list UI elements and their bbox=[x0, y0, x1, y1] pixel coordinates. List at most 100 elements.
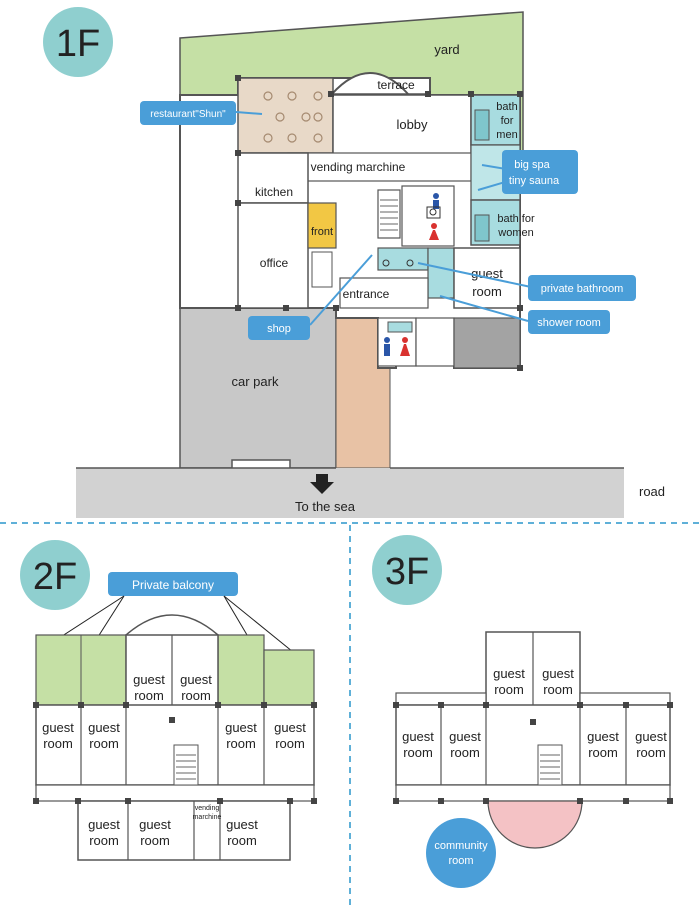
balcony-callout bbox=[108, 572, 238, 596]
shop-counter bbox=[311, 251, 333, 288]
vending-label: vending marchine bbox=[311, 160, 406, 174]
car-park-label: car park bbox=[232, 374, 279, 389]
office-label: office bbox=[260, 256, 289, 270]
guest-room-label-2: room bbox=[472, 284, 502, 299]
guest-room-label: room bbox=[89, 833, 119, 848]
arch-2f bbox=[125, 614, 219, 636]
private-bathroom-callout-label: private bathroom bbox=[541, 283, 624, 295]
floor-3-badge-circle bbox=[372, 535, 442, 605]
guest-room-label: guest bbox=[587, 729, 619, 744]
floor-1: 1F yard car park terrace lobby vending m… bbox=[43, 7, 665, 518]
floor-3-badge: 3F bbox=[385, 551, 429, 593]
pillars-3f bbox=[393, 702, 673, 804]
vending-label-2f-2: marchine bbox=[193, 814, 222, 821]
to-sea-label: To the sea bbox=[295, 499, 356, 514]
female-icon bbox=[402, 337, 408, 343]
yard-label: yard bbox=[434, 42, 459, 57]
office bbox=[237, 202, 309, 309]
guest-room-label: guest bbox=[139, 817, 171, 832]
bath-men-label-3: men bbox=[496, 129, 517, 141]
guest-room-label: room bbox=[588, 745, 618, 760]
private-bathroom bbox=[377, 247, 429, 271]
terrace-label: terrace bbox=[377, 78, 415, 92]
guest-room-label: guest bbox=[180, 672, 212, 687]
guest-room-label: guest bbox=[133, 672, 165, 687]
guest-room-label: guest bbox=[449, 729, 481, 744]
floor-1-badge-circle bbox=[43, 7, 113, 77]
spa-callout-label-2: tiny sauna bbox=[509, 175, 560, 187]
bath-women-label-2: women bbox=[497, 227, 533, 239]
balcony-right-1 bbox=[217, 634, 265, 706]
balcony-callout-label: Private balcony bbox=[132, 578, 214, 592]
stairs bbox=[377, 189, 401, 239]
guest-room-label: room bbox=[227, 833, 257, 848]
accessible-icon bbox=[426, 206, 441, 219]
callout-leaders bbox=[235, 111, 532, 326]
kitchen-label: kitchen bbox=[255, 185, 293, 199]
bath-women-label-1: bath for bbox=[497, 213, 535, 225]
floor-1-badge: 1F bbox=[56, 23, 100, 65]
guest-room-label: guest bbox=[635, 729, 667, 744]
guest-room-label: guest bbox=[542, 666, 574, 681]
guest-room-label: room bbox=[226, 736, 256, 751]
guest-room-label: room bbox=[450, 745, 480, 760]
table-icon bbox=[263, 91, 323, 101]
stairs-3f bbox=[537, 744, 563, 786]
guest-room-label: room bbox=[134, 688, 164, 703]
entrance bbox=[339, 277, 429, 309]
balcony-right-2 bbox=[263, 649, 315, 706]
community-room bbox=[487, 800, 583, 849]
road bbox=[76, 468, 624, 518]
stairs-steps bbox=[380, 199, 398, 231]
front-label: front bbox=[311, 226, 333, 238]
female-icon bbox=[431, 223, 437, 229]
toilets bbox=[401, 185, 455, 247]
guest-room-label: guest bbox=[402, 729, 434, 744]
guest-room-label: guest bbox=[493, 666, 525, 681]
lobby-label: lobby bbox=[396, 117, 428, 132]
community-room-callout bbox=[426, 818, 496, 888]
guest-room-label: room bbox=[403, 745, 433, 760]
spa-callout bbox=[502, 150, 578, 194]
guest-room-label: room bbox=[43, 736, 73, 751]
community-label-2: room bbox=[448, 855, 473, 867]
male-icon bbox=[433, 193, 439, 199]
floor-2-badge-circle bbox=[20, 540, 90, 610]
table-icon bbox=[275, 112, 323, 122]
entrance-label: entrance bbox=[343, 287, 390, 301]
shower-room-callout bbox=[528, 310, 610, 334]
guest-room-label: room bbox=[543, 682, 573, 697]
male-icon bbox=[384, 337, 390, 343]
bath-men-label-1: bath bbox=[496, 101, 517, 113]
rooms-bottom-2f bbox=[77, 800, 291, 861]
restaurant-tables bbox=[263, 91, 323, 143]
bath-men-label-2: for bbox=[501, 115, 514, 127]
guest-room-label: room bbox=[89, 736, 119, 751]
road-label: road bbox=[639, 484, 665, 499]
guest-room-label-1: guest bbox=[471, 266, 503, 281]
shop-callout bbox=[248, 316, 310, 340]
floor-2-badge: 2F bbox=[33, 556, 77, 598]
kitchen bbox=[237, 152, 309, 204]
shower-room bbox=[427, 247, 455, 299]
guest-room-label: guest bbox=[274, 720, 306, 735]
guest-room-label: guest bbox=[225, 720, 257, 735]
shower-room-callout-label: shower room bbox=[537, 317, 601, 329]
guest-room-label: room bbox=[636, 745, 666, 760]
vending-label-2f-1: vending bbox=[195, 805, 220, 812]
floor-2: 2F Private balcony bbox=[20, 540, 317, 861]
restaurant-callout-label: restaurant"Shun" bbox=[150, 109, 226, 120]
floor-3: 3F community room bbox=[372, 535, 673, 888]
lobby bbox=[332, 94, 472, 156]
guest-room-label: room bbox=[275, 736, 305, 751]
pillars-2f bbox=[33, 702, 317, 804]
shop-callout-label: shop bbox=[267, 323, 291, 335]
utility-room bbox=[453, 317, 521, 369]
table-icon bbox=[263, 133, 323, 143]
restaurant-callout bbox=[140, 101, 236, 125]
pillars bbox=[235, 75, 523, 371]
spa-callout-label-1: big spa bbox=[514, 159, 550, 171]
guest-room-label: guest bbox=[226, 817, 258, 832]
guest-room-label: guest bbox=[88, 817, 120, 832]
